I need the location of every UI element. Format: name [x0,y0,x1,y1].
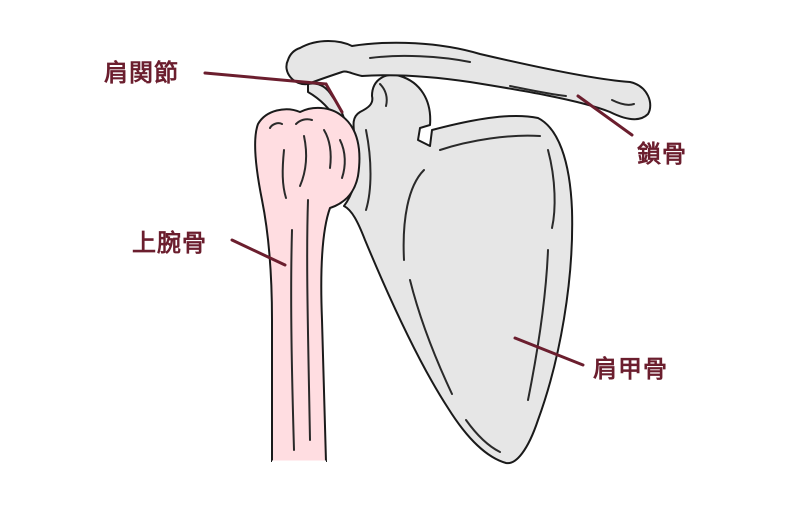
scapula-label: 肩甲骨 [593,355,668,383]
humerus-detail-8 [306,199,311,441]
clavicle-detail-3 [611,99,635,106]
humerus-detail-3 [281,149,287,199]
scapula-detail-5 [409,279,453,395]
scapula-detail-1 [439,134,541,151]
shoulder-joint-label: 肩関節 [104,59,179,87]
clavicle-label: 鎖骨 [637,140,687,168]
scapula-detail-8 [379,83,388,107]
leader-humerus [230,238,287,267]
leader-shoulder-joint-2 [324,82,344,114]
leader-clavicle [576,94,634,137]
humerus-detail-4 [299,135,308,187]
humerus-detail-6 [339,139,346,179]
scapula-detail-4 [402,169,425,261]
humerus-detail-2 [295,118,313,125]
scapula-detail-7 [465,419,501,453]
humerus-detail-5 [323,129,332,169]
scapula-detail-6 [365,129,372,211]
humerus-detail-1 [269,122,283,129]
leader-shoulder-joint [203,71,328,86]
scapula-detail-3 [527,249,549,401]
scapula-bone [343,73,574,465]
clavicle-detail-2 [509,85,567,97]
scapula-detail-2 [547,149,556,229]
humerus-detail-7 [290,229,295,451]
leader-scapula [513,336,585,367]
clavicle-detail-1 [369,54,471,63]
humerus-label: 上腕骨 [132,229,207,257]
